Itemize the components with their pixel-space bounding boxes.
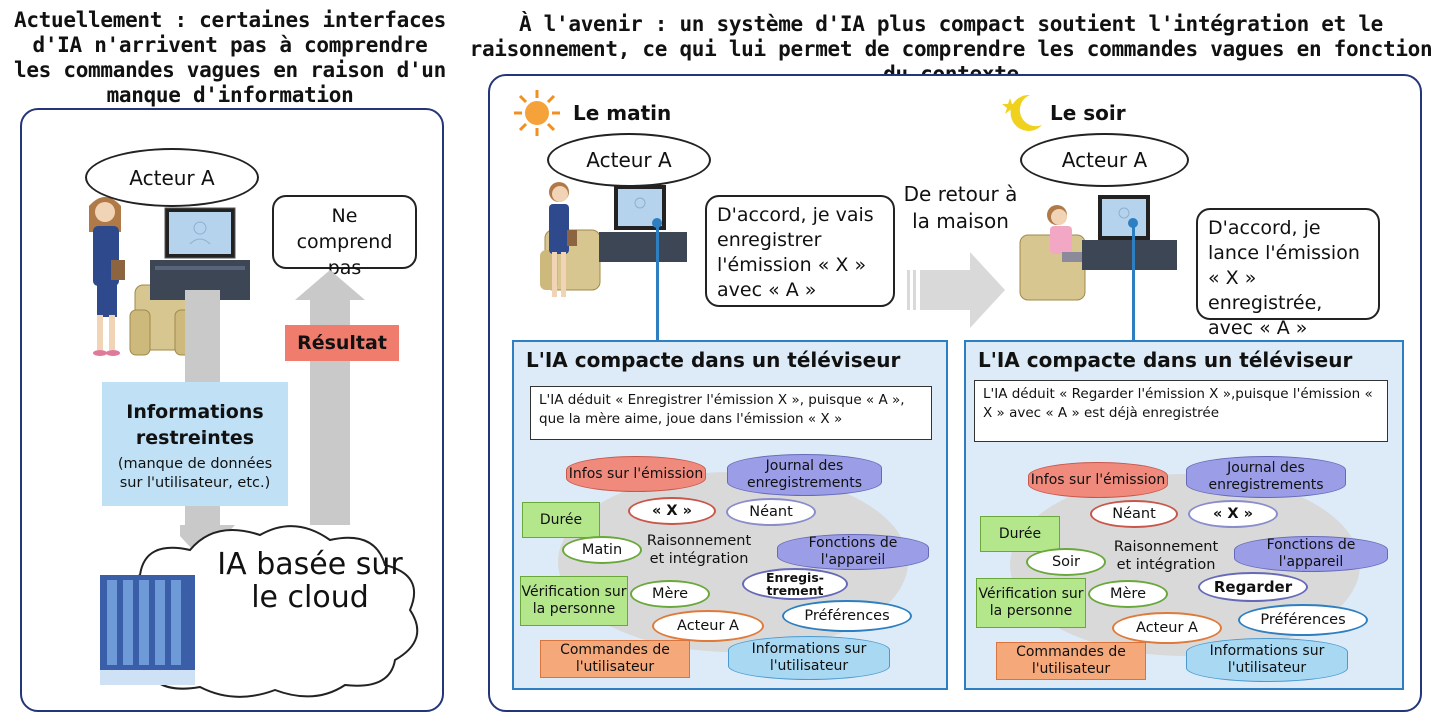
- evening-mother-value: Mère: [1088, 580, 1168, 608]
- evening-program-info: Infos sur l'émission: [1028, 462, 1168, 498]
- evening-connector: [1132, 222, 1135, 342]
- result-label: Résultat: [285, 325, 399, 361]
- evening-label: Le soir: [1050, 101, 1126, 125]
- evening-reasoning-label: Raisonnement et intégration: [1113, 539, 1219, 573]
- evening-time-value: Soir: [1026, 548, 1106, 576]
- transition-arrow: [907, 252, 1005, 328]
- morning-prefs-value: Préférences: [782, 600, 912, 632]
- evening-action-value: Regarder: [1198, 572, 1308, 602]
- response-left: Ne comprend pas: [272, 195, 417, 279]
- morning-actor-value: Acteur A: [652, 610, 764, 642]
- right-title: À l'avenir : un système d'IA plus compac…: [469, 12, 1433, 86]
- morning-commands: Commandes de l'utilisateur: [540, 640, 690, 678]
- evening-connector-dot: [1128, 218, 1138, 228]
- evening-rec-log: Journal des enregistrements: [1186, 456, 1346, 498]
- cloud-ai-label: IA basée sur le cloud: [217, 547, 403, 615]
- restricted-info-title: Informations restreintes: [126, 401, 264, 449]
- evening-woman-tv-illustration: [1019, 195, 1177, 301]
- morning-duration: Durée: [522, 502, 600, 538]
- restricted-info-box: Informations restreintes (manque de donn…: [102, 382, 288, 506]
- home-label: De retour à la maison: [903, 182, 1018, 233]
- cloud-shape: [100, 525, 419, 698]
- morning-device: Fonctions de l'appareil: [777, 534, 929, 570]
- sun-icon: [514, 90, 560, 136]
- evening-none-value: Néant: [1090, 500, 1178, 528]
- evening-duration: Durée: [980, 516, 1060, 552]
- morning-label: Le matin: [573, 101, 672, 125]
- moon-icon: [1002, 94, 1042, 131]
- morning-woman-tv-illustration: [540, 182, 687, 297]
- morning-program-info: Infos sur l'émission: [566, 456, 706, 492]
- speech-bubble-left: Acteur A: [85, 148, 259, 207]
- morning-none-value: Néant: [726, 498, 816, 526]
- morning-ai-title: L'IA compacte dans un téléviseur: [526, 348, 901, 372]
- morning-reasoning-label: Raisonnement et intégration: [646, 533, 752, 567]
- evening-verify: Vérification sur la personne: [976, 578, 1086, 628]
- morning-verify: Vérification sur la personne: [520, 576, 628, 626]
- response-morning: D'accord, je vais enregistrer l'émission…: [705, 195, 895, 307]
- morning-action-value: Enregis-trement: [742, 568, 848, 600]
- restricted-info-sub: (manque de données sur l'utilisateur, et…: [117, 456, 273, 491]
- morning-user-info: Informations sur l'utilisateur: [728, 636, 890, 680]
- evening-prefs-value: Préférences: [1238, 604, 1368, 636]
- left-title: Actuellement : certaines interfaces d'IA…: [13, 8, 446, 107]
- evening-ai-title: L'IA compacte dans un téléviseur: [978, 348, 1353, 372]
- evening-deduction: L'IA déduit « Regarder l'émission X »,pu…: [974, 380, 1388, 442]
- evening-x-value: « X »: [1188, 500, 1278, 528]
- speech-bubble-morning: Acteur A: [547, 133, 711, 187]
- morning-mother-value: Mère: [630, 580, 710, 608]
- evening-user-info: Informations sur l'utilisateur: [1186, 638, 1348, 682]
- evening-device: Fonctions de l'appareil: [1234, 536, 1388, 572]
- evening-actor-value: Acteur A: [1112, 612, 1222, 644]
- morning-rec-log: Journal des enregistrements: [727, 454, 882, 496]
- morning-connector-dot: [652, 218, 662, 228]
- morning-deduction: L'IA déduit « Enregistrer l'émission X »…: [530, 386, 932, 440]
- speech-bubble-evening: Acteur A: [1020, 133, 1189, 187]
- morning-ai-box: L'IA compacte dans un téléviseur L'IA dé…: [512, 340, 948, 690]
- evening-ai-box: L'IA compacte dans un téléviseur L'IA dé…: [964, 340, 1404, 690]
- response-evening: D'accord, je lance l'émission « X » enre…: [1196, 208, 1380, 339]
- evening-commands: Commandes de l'utilisateur: [996, 642, 1146, 680]
- morning-time-value: Matin: [562, 536, 642, 564]
- morning-x-value: « X »: [628, 497, 716, 525]
- morning-connector: [656, 222, 659, 342]
